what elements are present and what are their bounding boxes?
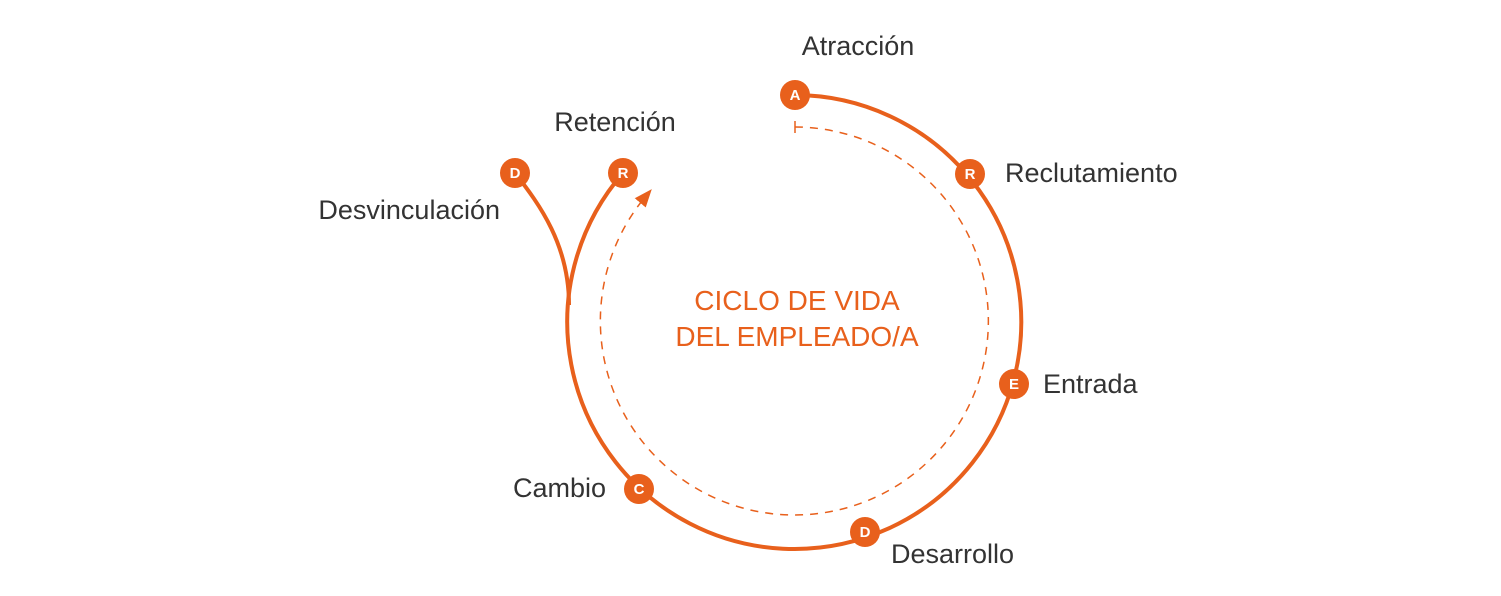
stage-entrada-node [999,369,1029,399]
stage-entrada-label: Entrada [1043,369,1139,399]
stage-entrada-letter: E [1009,376,1019,393]
stage-retencion-node [608,158,638,188]
stage-retencion: R Retención [554,107,676,188]
stage-entrada: E Entrada [999,369,1139,399]
stage-desvinculacion-node [500,158,530,188]
stage-atraccion: A Atracción [780,31,914,110]
stage-atraccion-letter: A [790,87,801,104]
inner-dashed-arrow-arc [599,126,990,516]
stage-cambio-letter: C [634,481,645,498]
diagram-center-title-line-1: CICLO DE VIDA [694,285,900,316]
stage-desarrollo-node [850,517,880,547]
stage-retencion-label: Retención [554,107,676,137]
stage-atraccion-node [780,80,810,110]
stage-reclutamiento: R Reclutamiento [955,158,1178,189]
stage-desarrollo-label: Desarrollo [891,539,1014,569]
stage-reclutamiento-label: Reclutamiento [1005,158,1178,188]
diagram-center-title-line-2: DEL EMPLEADO/A [675,321,919,352]
stage-reclutamiento-node [955,159,985,189]
desvinculacion-branch-curve [513,171,571,306]
stage-desvinculacion-letter: D [510,165,521,182]
stage-cambio-node [624,474,654,504]
stage-reclutamiento-letter: R [965,166,976,183]
stage-cambio-label: Cambio [513,473,606,503]
stage-cambio: C Cambio [513,473,654,504]
stage-desarrollo-letter: D [860,524,871,541]
stage-desvinculacion-label: Desvinculación [318,195,500,225]
stage-retencion-letter: R [618,165,629,182]
stage-desvinculacion: D Desvinculación [318,158,530,225]
stage-desarrollo: D Desarrollo [850,517,1014,569]
stage-atraccion-label: Atracción [802,31,915,61]
